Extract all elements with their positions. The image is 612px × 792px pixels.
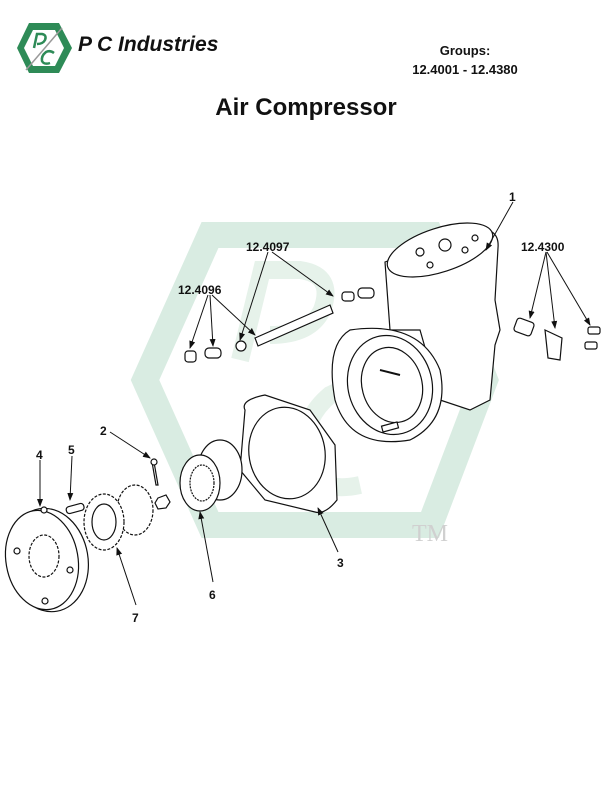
part-bolt	[65, 502, 85, 515]
callout-12-4096: 12.4096	[178, 283, 222, 297]
callout-2: 2	[100, 424, 107, 438]
part-gasket	[239, 394, 338, 514]
page-title: Air Compressor	[215, 94, 397, 121]
groups-info: Groups: 12.4001 - 12.4380	[405, 41, 525, 79]
callout-6: 6	[209, 588, 216, 602]
groups-range: 12.4001 - 12.4380	[412, 62, 518, 77]
groups-label: Groups:	[439, 43, 491, 58]
part-fittings-4300	[513, 317, 601, 361]
callout-12-4097: 12.4097	[246, 240, 290, 254]
callout-7: 7	[132, 611, 139, 625]
part-cotter-pin	[150, 458, 171, 510]
callout-5: 5	[68, 443, 75, 457]
callout-1: 1	[509, 190, 516, 204]
part-drive-gear	[83, 484, 154, 551]
callout-12-4300: 12.4300	[521, 240, 565, 254]
leader-lines	[37, 201, 591, 606]
brand-name: P C Industries	[78, 33, 219, 56]
part-tube-fittings	[184, 287, 375, 363]
part-coupling	[179, 439, 243, 512]
callout-4: 4	[36, 448, 43, 462]
watermark-tm: TM	[412, 521, 448, 547]
callout-3: 3	[337, 556, 344, 570]
part-drive-flange	[4, 506, 90, 613]
pc-industries-logo	[17, 23, 72, 73]
part-compressor	[331, 222, 501, 443]
